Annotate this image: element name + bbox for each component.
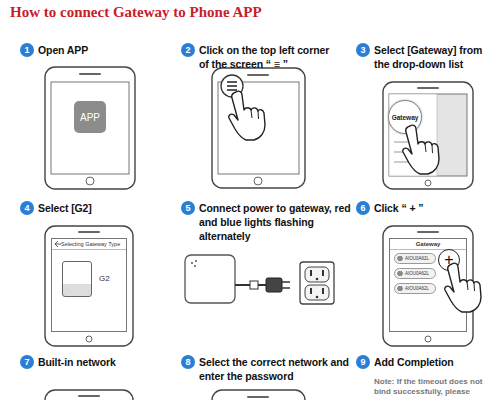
step-heading: Click “ + ” xyxy=(374,201,498,215)
phone-speaker xyxy=(248,74,268,76)
phone-body xyxy=(212,68,305,188)
phone-speaker xyxy=(80,73,100,75)
menu-option-circle: Gateway xyxy=(388,100,422,134)
callout-number: 3 xyxy=(356,43,370,57)
socket-ground xyxy=(316,278,319,281)
home-button xyxy=(425,336,431,342)
menu-circle xyxy=(221,75,243,97)
menu-icon xyxy=(227,85,237,87)
phone-body xyxy=(45,226,133,346)
socket-slot xyxy=(322,270,324,276)
menu-icon xyxy=(227,81,237,83)
socket-slot xyxy=(310,270,312,276)
step-heading: Select the correct network and enter the… xyxy=(199,355,359,383)
step-heading: Add Completion xyxy=(374,355,498,369)
node-text: AIOU0A62L xyxy=(405,256,429,261)
device-list-item: AIOU0A62L xyxy=(394,253,436,264)
phone-screen xyxy=(389,94,467,176)
node-text: APP xyxy=(80,112,100,123)
home-button xyxy=(86,336,92,342)
node-text: G2 xyxy=(99,274,110,283)
phone-body xyxy=(383,226,473,346)
note-text: Note: If the timeout does not bind succe… xyxy=(374,377,496,397)
step-heading: Select [G2] xyxy=(38,201,168,215)
power-plug xyxy=(266,278,282,292)
plug-prong xyxy=(282,281,290,283)
callout-number: 8 xyxy=(181,355,195,369)
home-button xyxy=(86,177,94,185)
phone-screen: GatewayAIOU0A62L AIOU0A62L AIOU0A62L + xyxy=(389,238,467,332)
indicator-dot xyxy=(195,260,197,262)
phone-body xyxy=(45,390,133,400)
node-text: Gateway xyxy=(390,239,466,250)
pointing-hand xyxy=(229,91,265,140)
home-button xyxy=(254,177,262,185)
socket-slot xyxy=(322,288,324,294)
pointing-hand xyxy=(403,125,439,174)
indicator-dot xyxy=(194,265,196,267)
app-icon: APP xyxy=(74,101,106,133)
callout-number: 2 xyxy=(181,43,195,57)
gateway-device xyxy=(185,255,235,303)
phone-speaker xyxy=(418,231,438,233)
add-button: + xyxy=(438,249,460,271)
device-list-item: AIOU0A62L xyxy=(394,283,436,294)
step-heading: Select [Gateway] from the drop-down list xyxy=(374,43,498,71)
menu-icon xyxy=(227,89,237,91)
step-heading: Open APP xyxy=(38,43,168,57)
step-heading: Connect power to gateway, red and blue l… xyxy=(199,201,359,243)
pointing-hand xyxy=(445,263,481,312)
phone-body xyxy=(383,82,473,189)
node-text: Selecting Gateway Type xyxy=(52,239,126,250)
phone-speaker xyxy=(248,396,268,398)
drawer-line xyxy=(394,141,430,143)
socket-slot xyxy=(310,288,312,294)
phone-speaker xyxy=(418,87,438,89)
drawer-panel xyxy=(389,94,437,176)
step-heading: Click on the top left corner of the scre… xyxy=(199,43,339,71)
cable-connector xyxy=(250,281,258,289)
phone-screen xyxy=(51,82,129,174)
diagram-title: How to connect Gateway to Phone APP xyxy=(10,4,262,21)
drawer-line xyxy=(394,151,430,153)
phone-screen: Selecting Gateway TypeG2 xyxy=(51,238,127,332)
gateway-option: G2 xyxy=(62,261,92,297)
drawer-line xyxy=(394,161,426,163)
node-text: + xyxy=(444,252,453,268)
callout-number: 6 xyxy=(356,201,370,215)
node-text: Gateway xyxy=(392,114,419,121)
socket-ground xyxy=(316,296,319,299)
wall-outlet xyxy=(300,262,334,304)
callout-number: 4 xyxy=(20,201,34,215)
power-cable xyxy=(235,284,250,286)
callout-number: 7 xyxy=(20,355,34,369)
device-list-item: AIOU0A62L xyxy=(394,268,436,279)
indicator-dot xyxy=(191,262,193,264)
node-text: AIOU0A62L xyxy=(405,286,429,291)
phone-speaker xyxy=(79,395,99,397)
phone-body xyxy=(212,390,305,400)
step-heading: Built-in network xyxy=(38,355,168,369)
callout-number: 1 xyxy=(20,43,34,57)
callout-number: 5 xyxy=(181,201,195,215)
phone-speaker xyxy=(79,231,99,233)
back-arrow xyxy=(55,241,61,247)
outlet-socket xyxy=(305,267,329,282)
callout-number: 9 xyxy=(356,355,370,369)
plug-prong xyxy=(282,287,290,289)
power-cable xyxy=(258,284,266,286)
node-text: AIOU0A62L xyxy=(405,271,429,276)
phone-body xyxy=(45,67,135,189)
home-button xyxy=(425,180,431,186)
outlet-socket xyxy=(305,285,329,300)
